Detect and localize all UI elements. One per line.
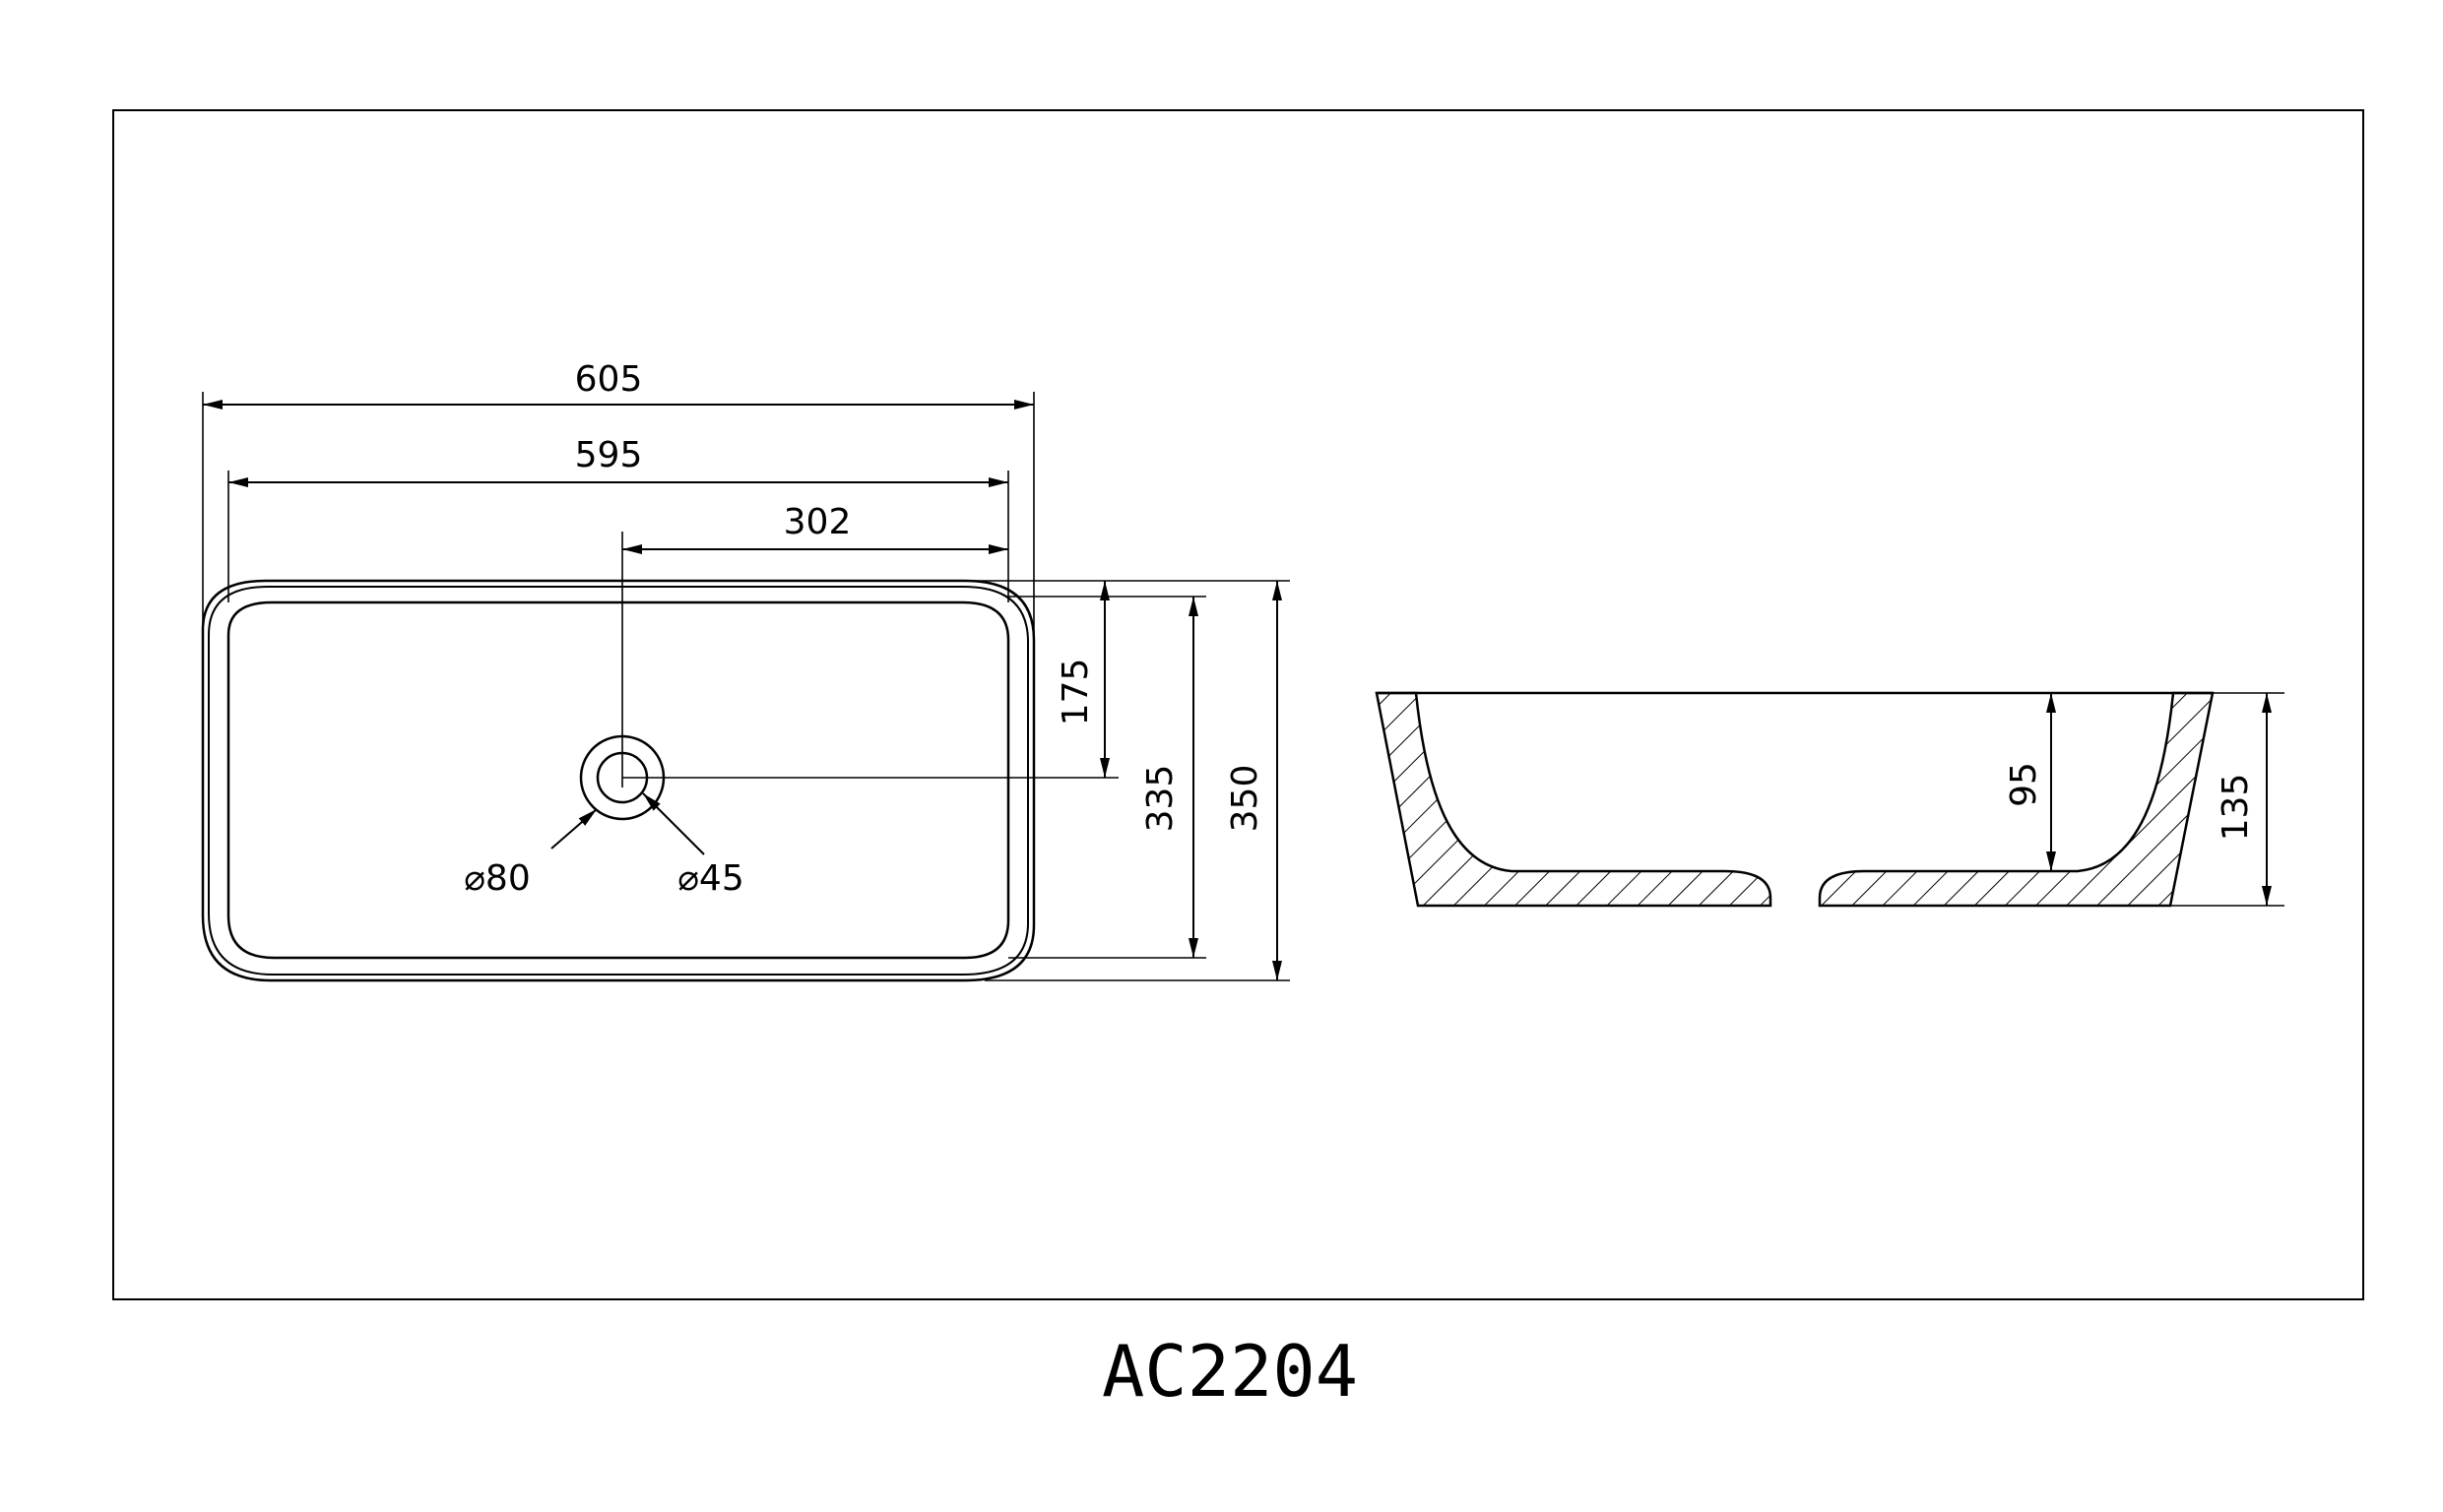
label-bowl-depth: 95 xyxy=(2004,762,2044,807)
section-left-wall-and-base xyxy=(1375,691,1772,908)
label-drain-offset: 302 xyxy=(784,502,852,542)
label-outer-depth: 350 xyxy=(1225,765,1265,833)
basin-outer-outline xyxy=(201,579,1036,982)
leader-overflow-diameter xyxy=(550,808,598,850)
basin-rim-inner-outline xyxy=(208,586,1029,976)
label-outer-width: 605 xyxy=(575,359,643,400)
label-drain-depth-offset: 175 xyxy=(1056,659,1096,726)
label-overflow-diameter: ⌀80 xyxy=(464,858,530,899)
label-total-height: 135 xyxy=(2216,774,2256,842)
model-title: AC2204 xyxy=(1102,1330,1358,1413)
side-section-view: 95 135 xyxy=(1375,691,2284,908)
drawing-frame xyxy=(112,109,2364,1300)
bowl-inner-outline xyxy=(226,600,1010,960)
label-inner-width: 595 xyxy=(575,435,643,475)
section-right-wall-and-base xyxy=(1818,691,2215,908)
leader-drain-diameter xyxy=(642,792,705,855)
top-view: 605 595 302 175 335 350 ⌀80 ⌀45 xyxy=(201,359,1290,982)
label-drain-diameter: ⌀45 xyxy=(677,858,743,899)
label-inner-depth: 335 xyxy=(1140,765,1181,833)
